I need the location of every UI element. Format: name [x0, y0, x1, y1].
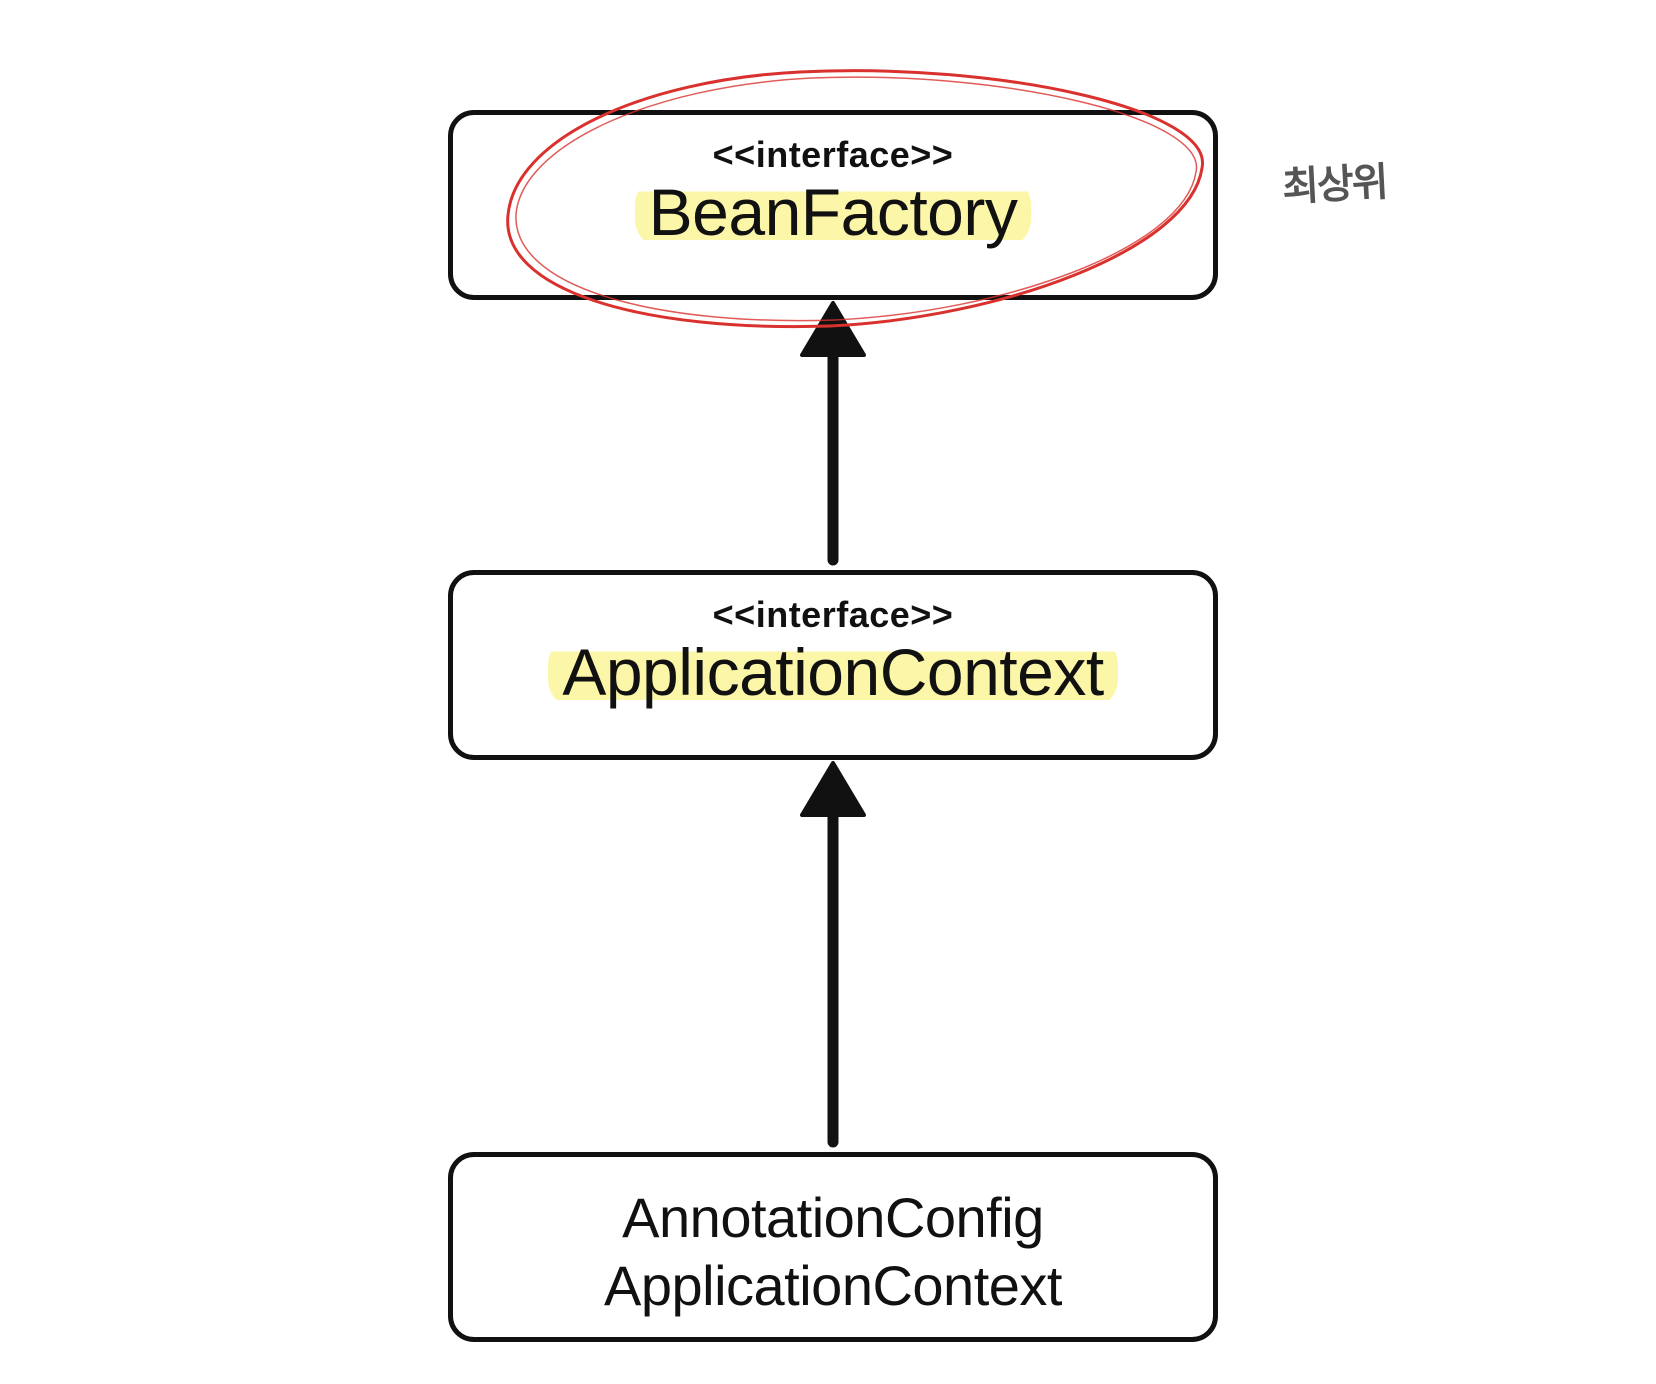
- node-applicationcontext: <<interface>> ApplicationContext: [448, 570, 1218, 760]
- edge-applicationcontext-to-beanfactory: [800, 301, 866, 566]
- node-name-line-2: ApplicationContext: [604, 1254, 1062, 1317]
- node-beanfactory: <<interface>> BeanFactory: [448, 110, 1218, 300]
- highlighted-name: ApplicationContext: [548, 635, 1118, 709]
- edge-annotationconfig-to-applicationcontext: [800, 761, 866, 1148]
- node-stereotype: <<interface>>: [712, 594, 954, 635]
- node-name: ApplicationContext: [453, 635, 1213, 709]
- node-name-line-1: AnnotationConfig: [622, 1186, 1044, 1249]
- annotation-note: 최상위: [1281, 159, 1388, 211]
- node-name: BeanFactory: [453, 175, 1213, 249]
- edge-arrowhead: [800, 301, 866, 357]
- highlighted-name: BeanFactory: [634, 175, 1032, 249]
- edge-arrowhead: [800, 761, 866, 817]
- node-stereotype: <<interface>>: [712, 134, 954, 175]
- node-annotationconfig: AnnotationConfig ApplicationContext: [448, 1152, 1218, 1342]
